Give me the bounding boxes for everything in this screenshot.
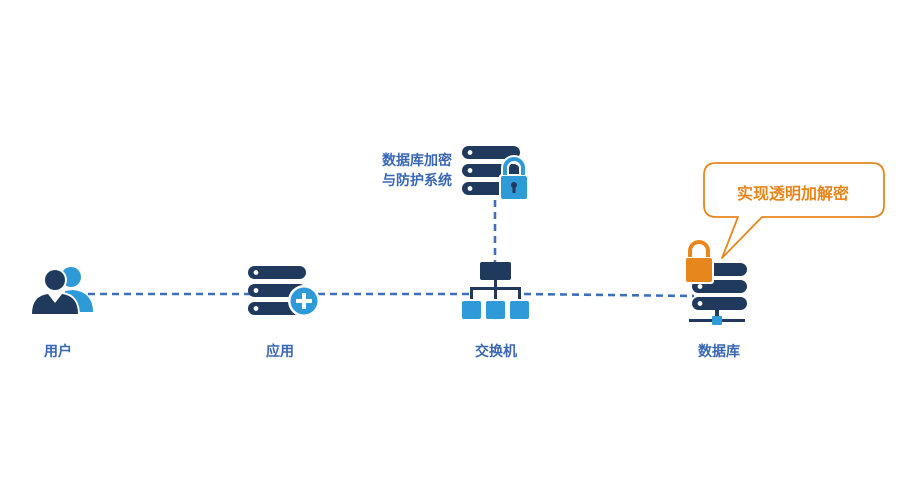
callout-text: 实现透明加解密 bbox=[736, 184, 849, 203]
server-lock-icon bbox=[462, 146, 529, 201]
app-label: 应用 bbox=[266, 344, 294, 360]
callout-bubble bbox=[703, 162, 885, 259]
encryption-system-label: 数据库加密 与防护系统 bbox=[352, 151, 452, 191]
encryption-system-label-line2: 与防护系统 bbox=[382, 173, 452, 189]
switch-label: 交换机 bbox=[475, 344, 517, 360]
encryption-system-label-line1: 数据库加密 bbox=[382, 153, 452, 169]
server-add-icon bbox=[248, 266, 320, 317]
user-label: 用户 bbox=[44, 344, 72, 360]
database-server-lock-icon bbox=[684, 238, 747, 325]
network-switch-icon bbox=[462, 262, 529, 319]
user-group-icon bbox=[30, 267, 93, 316]
database-label: 数据库 bbox=[698, 344, 740, 360]
link-switch-database bbox=[523, 292, 695, 298]
